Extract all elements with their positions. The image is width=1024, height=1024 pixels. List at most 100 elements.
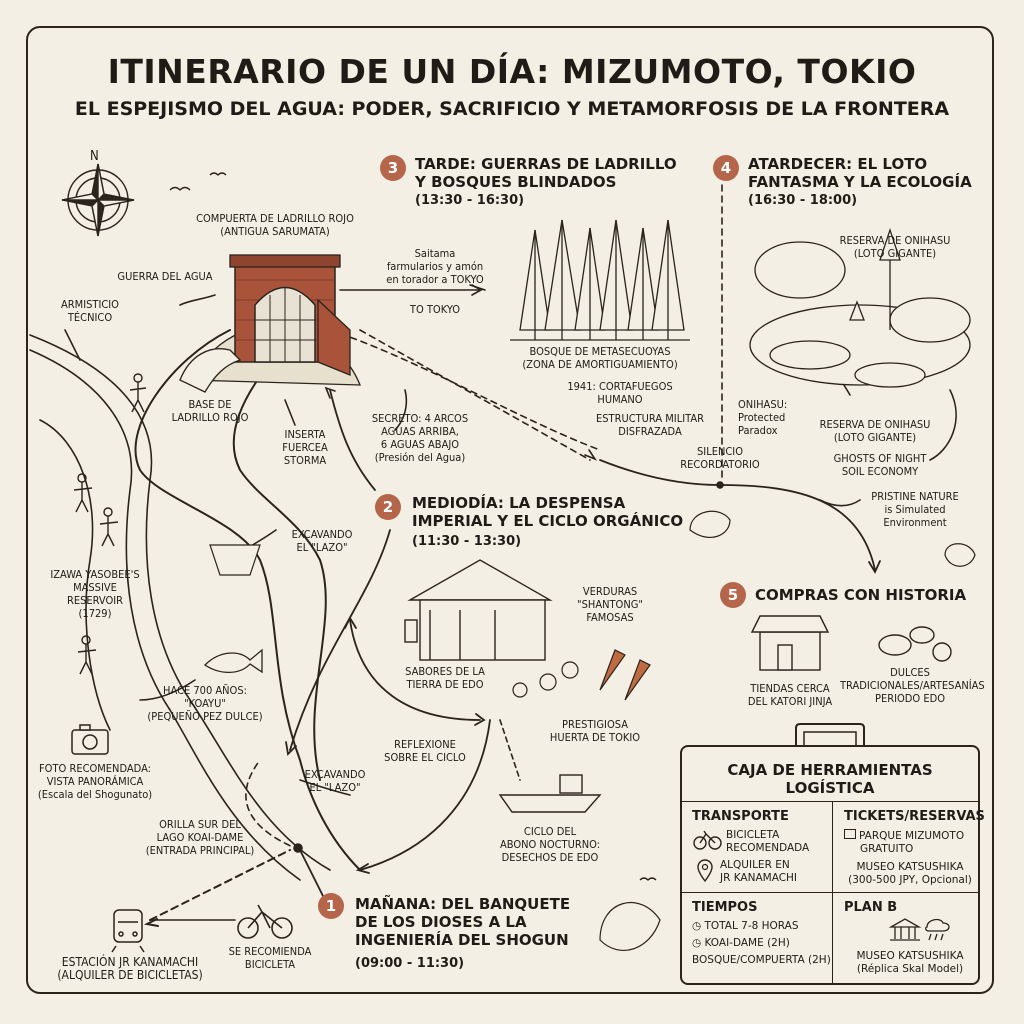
vegetables-label-1: VERDURAS	[582, 585, 638, 598]
pristine-label-1: PRISTINE NATURE	[871, 490, 959, 503]
onihasu-bottom-label-1: RESERVA DE ONIHASU	[819, 418, 931, 431]
vegetables-label: VERDURAS "SHANTONG" FAMOSAS	[555, 585, 665, 624]
transport-heading: TRANSPORTE	[692, 809, 789, 824]
izawa-reservoir-label: IZAWA YASOBEE'S MASSIVE RESERVOIR (1729)	[40, 568, 150, 620]
south-shore-label-3: (ENTRADA PRINCIPAL)	[145, 844, 255, 857]
times-total-text: TOTAL 7-8 HORAS	[704, 920, 799, 932]
edo-flavors-label-2: TIERRA DE EDO	[406, 678, 484, 691]
step-4-line2: FANTASMA Y LA ECOLOGÍA	[748, 173, 972, 191]
shop-icon	[750, 615, 830, 671]
metasequoia-label-1: BOSQUE DE METASECUOYAS	[529, 345, 671, 358]
step-5-number: 5	[720, 582, 746, 608]
sweets-label-1: DULCES	[890, 666, 930, 679]
ghosts-label-2: SOIL ECONOMY	[841, 465, 919, 478]
onihasu-top-label-2: (LOTO GIGANTE)	[853, 247, 937, 260]
south-shore-label-1: ORILLA SUR DEL	[159, 818, 241, 831]
step-3-number: 3	[380, 155, 406, 181]
shops-label: TIENDAS CERCA DEL KATORI JINJA	[730, 682, 850, 708]
silence-label-1: SILENCIO	[697, 445, 743, 458]
shops-label-1: TIENDAS CERCA	[750, 682, 830, 695]
ghosts-label-1: GHOSTS OF NIGHT	[833, 452, 927, 465]
armistice-label-1: ARMISTICIO	[61, 298, 119, 311]
step-1-line1: MAÑANA: DEL BANQUETE	[355, 895, 571, 913]
ticket-icon	[844, 829, 856, 839]
to-tokyo-label: TO TOKYO	[409, 303, 461, 316]
izawa-label-1: IZAWA YASOBEE'S	[50, 568, 140, 581]
step-5-title: COMPRAS CON HISTORIA	[755, 586, 967, 604]
toolbox-handle-icon	[795, 723, 865, 746]
times-koai-text: KOAI-DAME (2H)	[704, 937, 790, 949]
transport-rental-2: JR KANAMACHI	[720, 872, 798, 884]
compass-north-label: N	[90, 149, 99, 164]
station-label-1: ESTACIÓN JR KANAMACHI	[61, 955, 199, 969]
onihasu-top-label: RESERVA DE ONIHASU (LOTO GIGANTE)	[815, 234, 975, 260]
transport-rental-1: ALQUILER EN	[720, 859, 790, 871]
brick-base-label-1: BASE DE	[188, 398, 232, 411]
reflect-cycle-label: REFLEXIONE SOBRE EL CICLO	[370, 738, 480, 764]
saitama-label-3: en torador a TOKYO	[386, 273, 484, 286]
step-2-line1: MEDIODÍA: LA DESPENSA	[412, 494, 626, 512]
water-war-label: GUERRA DEL AGUA	[117, 270, 213, 283]
vegetables-label-2: "SHANTONG"	[577, 598, 643, 611]
saitama-label: Saitama farmularios y amón en torador a …	[365, 247, 505, 286]
photo-tip-label: FOTO RECOMENDADA: VISTA PANORÁMICA (Esca…	[30, 762, 160, 801]
transport-rental: ALQUILER EN JR KANAMACHI	[720, 859, 797, 885]
photo-label-3: (Escala del Shogunato)	[37, 788, 153, 801]
izawa-label-3: RESERVOIR	[66, 594, 124, 607]
excavating1-line1: EXCAVANDO	[291, 528, 353, 541]
brick-gate-illustration	[188, 254, 361, 386]
tickets-museum-2: (300-500 JPY, Opcional)	[848, 874, 972, 886]
secret-label-1: SECRETO: 4 ARCOS	[371, 412, 469, 425]
transport-bike: BICICLETA RECOMENDADA	[726, 829, 809, 855]
step-1-line2: DE LOS DIOSES A LA	[355, 913, 527, 931]
secret-arches-label: SECRETO: 4 ARCOS AGUAS ARRIBA, 6 AGUAS A…	[355, 412, 485, 464]
firebreak-label-1: 1941: CORTAFUEGOS	[567, 380, 673, 393]
step-3-line2: Y BOSQUES BLINDADOS	[415, 173, 617, 191]
gate-label: COMPUERTA DE LADRILLO ROJO (ANTIGUA SARU…	[175, 212, 375, 238]
step-3-title: TARDE: GUERRAS DE LADRILLO Y BOSQUES BLI…	[415, 155, 677, 191]
brick-base-label-2: LADRILLO ROJO	[171, 411, 249, 424]
step-2-line2: IMPERIAL Y EL CICLO ORGÁNICO	[412, 512, 684, 530]
location-pin-icon	[697, 859, 713, 883]
bicycle-small-icon	[693, 830, 722, 850]
edo-flavors-label-1: SABORES DE LA	[405, 665, 485, 678]
koayu-label-1: HACE 700 AÑOS:	[163, 684, 247, 697]
night-cycle-label-1: CICLO DEL	[523, 825, 577, 838]
step-1-line3: INGENIERÍA DEL SHOGUN	[355, 931, 569, 949]
gate-label-2: (ANTIGUA SARUMATA)	[220, 225, 330, 238]
step-2-number: 2	[375, 494, 401, 520]
tickets-park-1: PARQUE MIZUMOTO	[859, 830, 965, 842]
station-label-2: (ALQUILER DE BICICLETAS)	[57, 968, 203, 982]
metasequoia-forest-illustration	[510, 219, 690, 341]
step-4-line1: ATARDECER: EL LOTO	[748, 155, 928, 173]
sweets-label: DULCES TRADICIONALES/ARTESANÍAS PERIODO …	[840, 666, 985, 705]
step-1-title: MAÑANA: DEL BANQUETE DE LOS DIOSES A LA …	[355, 895, 570, 949]
step-1-number: 1	[318, 893, 344, 919]
secret-label-2: AGUAS ARRIBA,	[381, 425, 459, 438]
lotus-pond-illustration	[749, 227, 971, 388]
pristine-label: PRISTINE NATURE is Simulated Environment	[855, 490, 975, 529]
excavating-lazo-label-2: EXCAVANDO EL "LAZO"	[290, 768, 380, 794]
tokyo-garden-label: PRESTIGIOSA HUERTA DE TOKIO	[525, 718, 665, 744]
storm-label: INSERTA FUERCEA STORMA	[265, 428, 345, 467]
reflect-label-2: SOBRE EL CICLO	[384, 751, 466, 764]
toolbox-title-1: CAJA DE HERRAMIENTAS	[727, 761, 933, 779]
planb-museum: MUSEO KATSUSHIKA (Réplica Skal Model)	[844, 950, 976, 976]
night-cycle-label-3: DESECHOS DE EDO	[501, 851, 599, 864]
metasequoia-label-2: (ZONA DE AMORTIGUAMIENTO)	[522, 358, 678, 371]
bike-rec-label-2: BICICLETA	[244, 958, 296, 971]
izawa-label-4: (1729)	[78, 607, 112, 620]
sweets-label-3: PERIODO EDO	[874, 692, 945, 705]
excavating1-line2: EL "LAZO"	[296, 541, 348, 554]
planb-heading: PLAN B	[844, 900, 898, 915]
step-2-time: (11:30 - 13:30)	[412, 534, 522, 549]
photo-label-1: FOTO RECOMENDADA:	[38, 762, 151, 775]
onihasu-paradox-label: ONIHASU: Protected Paradox	[738, 398, 818, 437]
fish-illustration	[203, 648, 263, 674]
times-total: ◷ TOTAL 7-8 HORAS	[692, 920, 799, 933]
koayu-label-2: "KOAYU"	[184, 697, 226, 710]
tickets-museum-1: MUSEO KATSUSHIKA	[856, 861, 964, 873]
logistics-toolbox: CAJA DE HERRAMIENTAS LOGÍSTICA TRANSPORT…	[680, 745, 985, 985]
tickets-museum: MUSEO KATSUSHIKA (300-500 JPY, Opcional)	[844, 861, 976, 887]
